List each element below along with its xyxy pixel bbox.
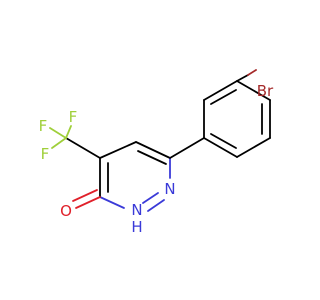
- bond-ph-br-b: [247, 69, 257, 76]
- bond-ph-3-4: [236, 80, 271, 101]
- atom-f2: F: [69, 108, 78, 126]
- bond-c-f2: [65, 125, 72, 139]
- bond-c5-c6-double: [137, 150, 167, 165]
- bond-c3-o: [75, 196, 101, 209]
- atom-n2: N: [131, 201, 142, 219]
- atom-labels: Br F F F N N H O: [39, 82, 274, 236]
- bonds: [49, 69, 271, 212]
- bond-ph-5-6: [236, 137, 271, 158]
- bond-c4-cf3: [65, 137, 101, 159]
- bond-c-f1: [49, 127, 67, 139]
- bond-ph-inner-c: [210, 133, 237, 149]
- atom-n1: N: [164, 180, 175, 198]
- bond-c-f3: [51, 137, 67, 149]
- bond-ph-2-3: [203, 80, 238, 101]
- atom-br: Br: [257, 82, 274, 100]
- bond-c3-o-double: [72, 189, 98, 202]
- molecule-structure: Br F F F N N H O: [39, 69, 274, 236]
- atom-h: H: [131, 218, 142, 236]
- bond-c6-phenyl: [169, 137, 205, 159]
- bond-ph-br-a: [236, 74, 249, 82]
- bond-c5-c6: [135, 141, 171, 159]
- bond-n2-c3: [99, 196, 125, 209]
- bond-c5-c4: [99, 141, 137, 159]
- bond-ph-6-1: [203, 137, 238, 158]
- bond-ph-inner-a: [210, 89, 237, 105]
- atom-f3: F: [41, 145, 50, 163]
- atom-o: O: [60, 202, 72, 220]
- bond-n1-n2: [147, 199, 165, 212]
- bond-n1-n2-double: [142, 192, 159, 204]
- atom-f1: F: [39, 117, 48, 135]
